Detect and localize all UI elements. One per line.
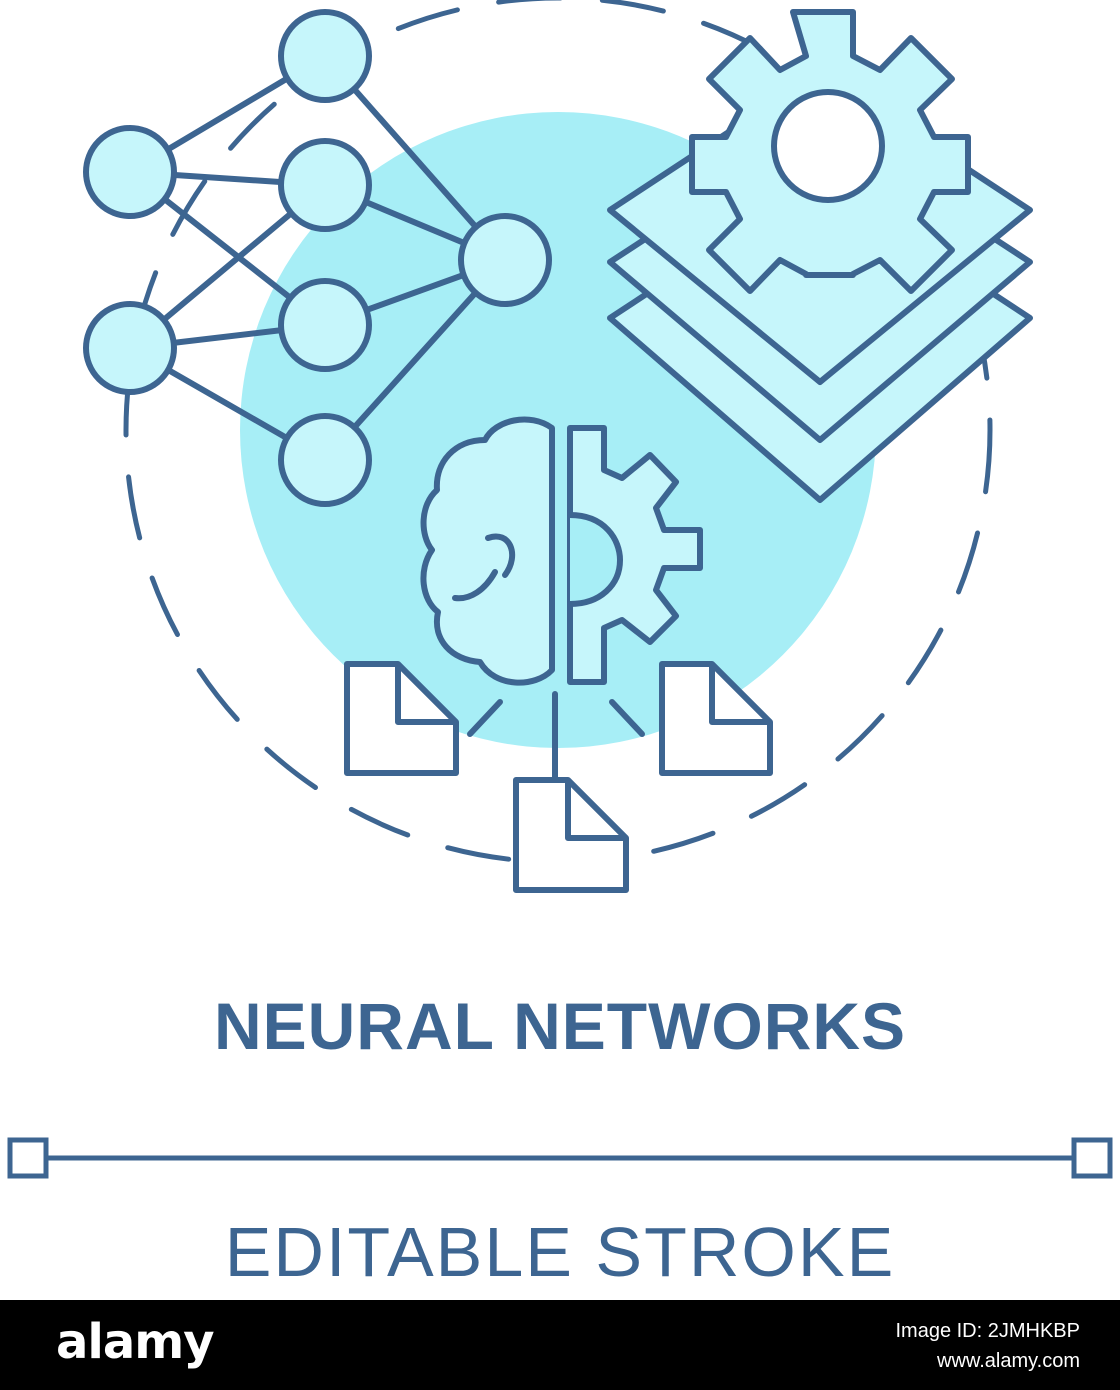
anchor-handle-left — [7, 1137, 49, 1179]
network-node — [83, 125, 177, 219]
document-icon — [659, 661, 773, 776]
gear-icon — [689, 9, 971, 294]
document-icon — [513, 777, 629, 893]
anchor-handle-right — [1071, 1137, 1113, 1179]
network-node — [458, 213, 552, 307]
site-url: www.alamy.com — [937, 1350, 1080, 1372]
brain-gear-icon — [420, 416, 703, 686]
connector-lines — [467, 691, 645, 783]
alamy-logo: alamy — [56, 1314, 215, 1370]
subtitle-text: EDITABLE STROKE — [224, 1213, 896, 1291]
document-icon — [344, 661, 459, 776]
stroke-guide — [7, 1137, 1113, 1179]
network-node — [83, 301, 177, 395]
neural-networks-illustration — [7, 0, 1113, 1179]
network-node — [278, 138, 372, 232]
footer-info: Image ID: 2JMHKBP www.alamy.com — [895, 1316, 1080, 1376]
network-node — [278, 413, 372, 507]
network-node — [278, 9, 372, 103]
network-node — [278, 278, 372, 372]
neural-network-graph-icon — [83, 9, 552, 507]
gear-layers-icon — [607, 9, 1033, 503]
watermark-footer: alamy Image ID: 2JMHKBP www.alamy.com — [0, 1300, 1120, 1390]
title-text: NEURAL NETWORKS — [213, 989, 907, 1063]
image-id-label: Image ID: 2JMHKBP — [895, 1320, 1080, 1342]
